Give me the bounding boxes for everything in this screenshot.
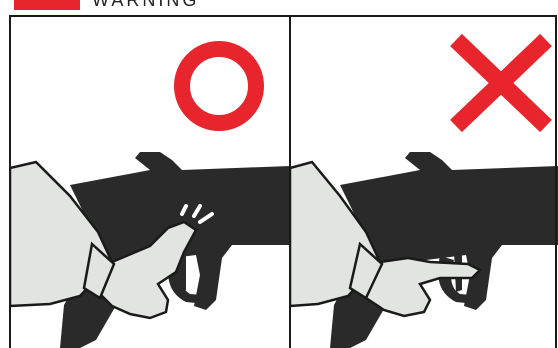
circle-icon [182,49,256,123]
panel-incorrect [290,16,558,348]
cross-icon [456,40,546,126]
panel-correct [10,16,290,348]
hand-right [366,258,480,316]
